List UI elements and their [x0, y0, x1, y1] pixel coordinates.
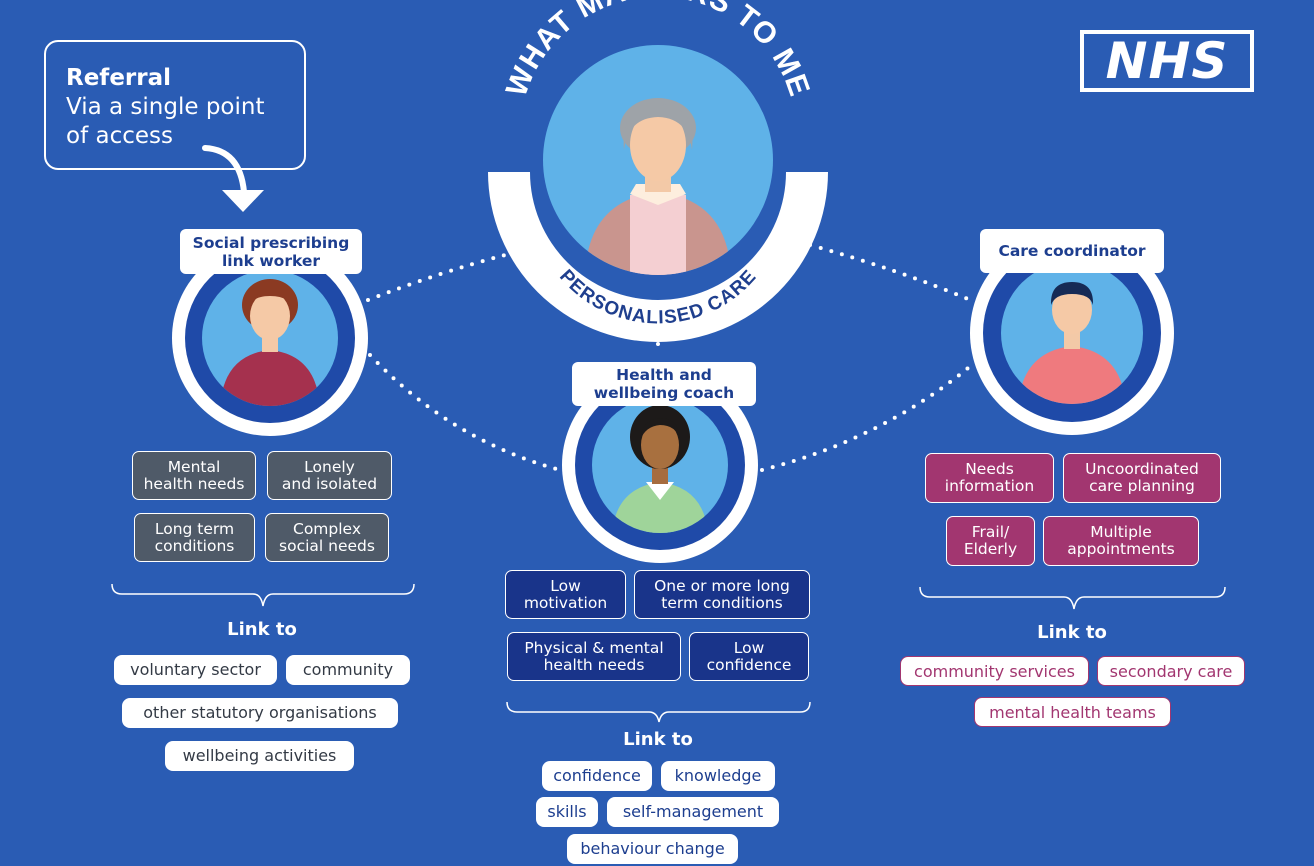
link-pill: community services	[900, 656, 1089, 686]
nhs-logo: NHS	[1080, 30, 1254, 92]
need-tag: Multiple appointments	[1043, 516, 1199, 566]
braces	[111, 583, 1226, 723]
referral-arrow	[202, 145, 264, 212]
link-pill: community	[286, 655, 410, 685]
link-worker-figure	[220, 279, 320, 406]
link-pill: voluntary sector	[114, 655, 277, 685]
coordinator-ring	[970, 231, 1174, 435]
need-tag: Complex social needs	[265, 513, 389, 562]
link-pill: skills	[536, 797, 598, 827]
nhs-logo-text: NHS	[1084, 34, 1250, 88]
link-pill: behaviour change	[567, 834, 738, 864]
coach-ring	[562, 367, 758, 563]
role-label-coordinator: Care coordinator	[980, 229, 1164, 273]
link-to-heading: Link to	[227, 619, 297, 640]
role-label-link-worker: Social prescribing link worker	[180, 229, 362, 274]
link-pill: self-management	[607, 797, 779, 827]
coordinator-figure	[1018, 282, 1126, 404]
link-pill: other statutory organisations	[122, 698, 398, 728]
centre-ring	[488, 45, 828, 342]
need-tag: Mental health needs	[132, 451, 256, 500]
link-to-heading: Link to	[1037, 622, 1107, 643]
link-pill: secondary care	[1097, 656, 1245, 686]
need-tag: Low confidence	[689, 632, 809, 681]
need-tag: One or more long term conditions	[634, 570, 810, 619]
connector-lines	[366, 243, 977, 472]
link-pill: wellbeing activities	[165, 741, 354, 771]
link-worker-ring	[172, 240, 368, 436]
need-tag: Needs information	[925, 453, 1054, 503]
need-tag: Lonely and isolated	[267, 451, 392, 500]
link-pill: confidence	[542, 761, 652, 791]
coach-figure	[612, 405, 708, 533]
need-tag: Low motivation	[505, 570, 626, 619]
role-label-coach: Health and wellbeing coach	[572, 362, 756, 406]
need-tag: Long term conditions	[134, 513, 255, 562]
referral-subtitle: Via a single point of access	[66, 94, 265, 149]
link-pill: mental health teams	[974, 697, 1171, 727]
referral-box: Referral Via a single point of access	[44, 40, 306, 170]
need-tag: Uncoordinated care planning	[1063, 453, 1221, 503]
link-to-heading: Link to	[623, 729, 693, 750]
need-tag: Frail/ Elderly	[946, 516, 1035, 566]
link-pill: knowledge	[661, 761, 775, 791]
need-tag: Physical & mental health needs	[507, 632, 681, 681]
referral-title: Referral	[66, 65, 172, 91]
older-woman-figure	[585, 98, 731, 275]
